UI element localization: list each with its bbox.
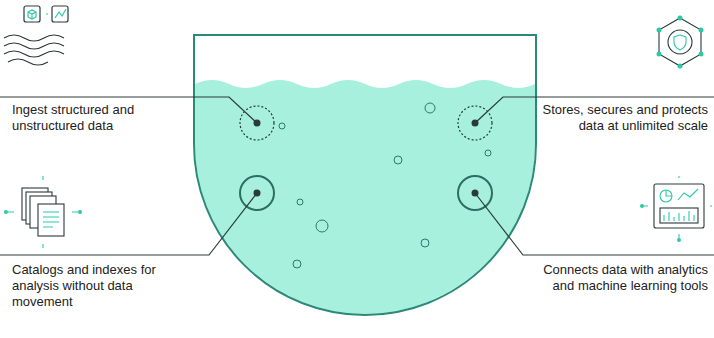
bubbles — [279, 103, 491, 268]
catalog-icon — [4, 176, 82, 248]
callout-text: Connects data with analytics and machine… — [536, 262, 708, 294]
lake-bowl — [194, 35, 536, 315]
analytics-icon — [640, 176, 712, 242]
ingest-icon — [4, 6, 68, 65]
callout-markers — [240, 106, 492, 210]
callout-text: Stores, secures and protects data at unl… — [536, 102, 708, 134]
callout-text: Ingest structured and unstructured data — [12, 102, 202, 134]
leader-lines — [0, 97, 714, 255]
callout-text: Catalogs and indexes for analysis withou… — [12, 262, 192, 310]
security-icon — [657, 16, 704, 69]
